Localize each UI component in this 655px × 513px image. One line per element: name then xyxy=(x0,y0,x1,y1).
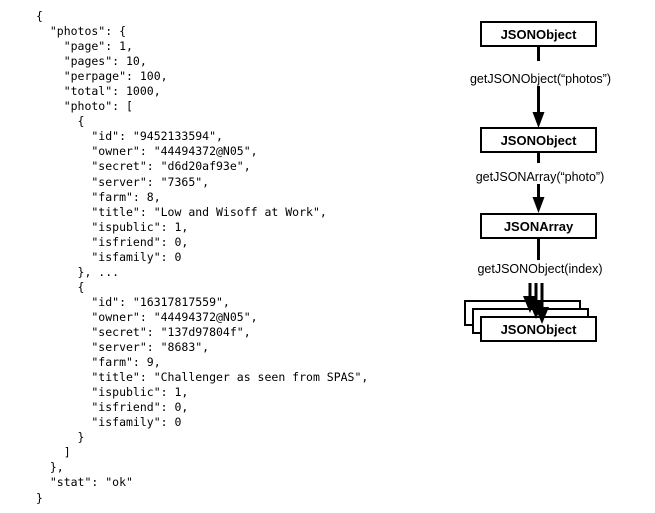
edge-label-getjsonobject-photos: getJSONObject(“photos”) xyxy=(448,72,633,86)
edge-label-getjsonobject-index: getJSONObject(index) xyxy=(452,262,628,276)
node-box-stack-front-jsonobject: JSONObject xyxy=(480,316,597,342)
arrow-array-to-objects-multi xyxy=(523,283,549,324)
node-box-photos-jsonobject: JSONObject xyxy=(480,127,597,153)
arrow-root-to-photos xyxy=(532,47,545,128)
json-code-block: { "photos": { "page": 1, "pages": 10, "p… xyxy=(36,9,369,505)
node-box-root-jsonobject: JSONObject xyxy=(480,21,597,47)
arrow-photos-to-array xyxy=(532,153,545,213)
node-stack-jsonobject-items: JSONObject xyxy=(464,300,624,350)
node-box-photo-jsonarray: JSONArray xyxy=(480,213,597,239)
json-listing-panel: { "photos": { "page": 1, "pages": 10, "p… xyxy=(36,9,369,505)
arrow-array-to-objects-stem xyxy=(537,239,540,260)
edge-label-getjsonarray-photo: getJSONArray(“photo”) xyxy=(450,170,630,184)
api-flow-diagram: getJSONObject(“photos”) getJSONArray(“ph… xyxy=(430,0,655,513)
